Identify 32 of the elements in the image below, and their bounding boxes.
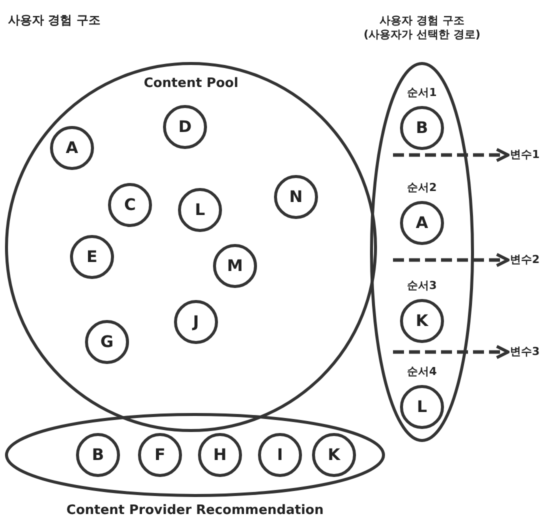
content-circle: K: [312, 433, 356, 477]
content-circle: I: [258, 433, 302, 477]
order-label: 순서1: [406, 85, 438, 100]
content-circle: J: [174, 300, 218, 344]
path-heading: 사용자 경험 구조 (사용자가 선택한 경로): [362, 14, 482, 42]
content-circle: B: [76, 433, 120, 477]
content-circle: B: [400, 106, 444, 150]
content-circle: K: [400, 299, 444, 343]
variable-label: 변수1: [510, 147, 550, 164]
content-circle: E: [70, 235, 114, 279]
content-circle: A: [400, 201, 444, 245]
group-caption: Content Provider Recommendation: [65, 503, 325, 518]
content-circle: H: [198, 433, 242, 477]
variable-label: 변수2: [510, 252, 550, 269]
content-circle: N: [274, 175, 318, 219]
content-circle: C: [108, 183, 152, 227]
diagram-title: 사용자 경험 구조: [8, 12, 100, 29]
content-circle: M: [213, 244, 257, 288]
dashed-arrow: [393, 148, 510, 162]
order-label: 순서2: [406, 180, 438, 195]
content-circle: F: [138, 433, 182, 477]
content-circle: A: [50, 126, 94, 170]
content-circle: L: [178, 188, 222, 232]
dashed-arrow: [393, 344, 510, 360]
order-label: 순서3: [406, 278, 438, 293]
order-label: 순서4: [406, 364, 438, 379]
pool-title: Content Pool: [142, 76, 240, 91]
dashed-arrow: [393, 252, 510, 268]
content-circle: D: [163, 105, 207, 149]
variable-label: 변수3: [510, 344, 550, 361]
content-circle: L: [400, 385, 444, 429]
content-circle: G: [85, 320, 129, 364]
